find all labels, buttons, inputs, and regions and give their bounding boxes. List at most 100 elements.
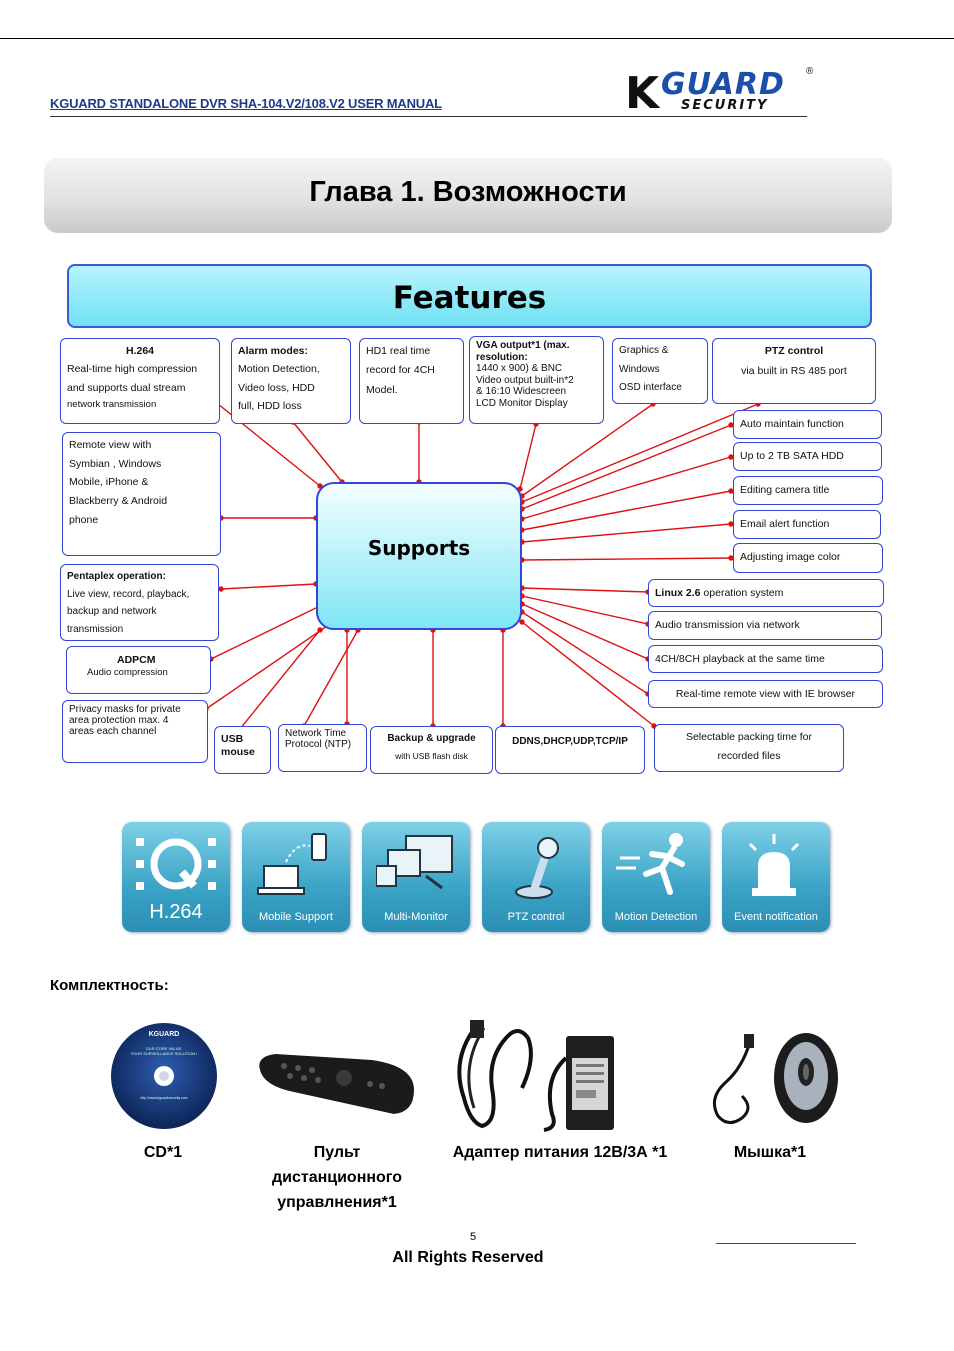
box-alarm-line: Motion Detection, [238, 363, 320, 376]
page-number: 5 [469, 1231, 477, 1243]
box-ddns: DDNS,DHCP,UDP,TCP/IP [495, 726, 645, 774]
chapter-title: Глава 1. Возможности [309, 176, 627, 208]
monitor-icon [376, 835, 453, 890]
box-vga-line: LCD Monitor Display [476, 397, 568, 409]
chapter-banner: Глава 1. Возможности [44, 158, 892, 233]
cd-slogan-1: OUR CORE VALUE, [145, 1046, 183, 1051]
kguard-logo: K GUARD SECURITY ® [625, 66, 815, 118]
box-linux: Linux 2.6 operation system [648, 579, 884, 607]
running-man-icon [616, 833, 685, 895]
cd-url: http://www.kguardsecurity.com [140, 1096, 188, 1100]
feature-icons: H.264 Mobile Support Multi-Monitor PTZ c… [122, 822, 832, 934]
box-hd1-line: HD1 real time [366, 345, 431, 357]
box-ptz: PTZ control via built in RS 485 port [712, 338, 876, 404]
joystick-icon [515, 837, 559, 899]
laptop-phone-icon [257, 833, 327, 895]
mouse-icon [712, 1033, 838, 1124]
box-graphics-line: Graphics & [619, 345, 669, 356]
cd-image: KGUARD OUR CORE VALUE, YOUR SURVEILLANCE… [110, 1022, 218, 1130]
box-alarm-title: Alarm modes: [238, 345, 309, 357]
box-graphics-line: OSD interface [619, 382, 682, 393]
box-h264-title: H.264 [125, 345, 155, 357]
box-vga-line: 1440 x 900) & BNC [476, 363, 563, 374]
box-hd1-line: Model. [366, 383, 398, 396]
box-ntp-line: Protocol (NTP) [285, 739, 352, 750]
box-backup: Backup & upgrade with USB flash disk [370, 726, 493, 774]
alarm-light-icon [748, 834, 800, 896]
remote-control-icon [259, 1054, 414, 1114]
box-pentaplex: Pentaplex operation: Live view, record, … [60, 564, 219, 641]
supports-label: Supports [367, 536, 471, 560]
logo-guard: GUARD [661, 67, 785, 102]
tile-mobile: Mobile Support [242, 822, 350, 932]
tile-h264: H.264 [122, 822, 230, 932]
tile-ptz-label: PTZ control [507, 911, 565, 923]
box-h264-line: Real-time high compression [67, 363, 198, 376]
box-h264-line: and supports dual stream [67, 381, 186, 394]
box-hd1-line: record for 4CH [366, 364, 435, 377]
box-image-color: Adjusting image color [733, 543, 883, 573]
box-vga-title: VGA output*1 (max. resolution: [476, 340, 570, 363]
mouse-image [706, 1020, 842, 1130]
box-remote-line: phone [69, 513, 99, 526]
box-adpcm-line: Audio compression [87, 666, 168, 678]
product-label-cd: CD*1 [143, 1144, 183, 1161]
box-camera-title: Editing camera title [733, 476, 883, 505]
features-banner: Features [67, 264, 872, 328]
box-backup-title: Backup & upgrade [387, 733, 476, 744]
box-packing: Selectable packing time for recorded fil… [654, 724, 844, 772]
power-adapter-icon [457, 1020, 614, 1132]
box-linux-rest: operation system [700, 587, 784, 599]
tile-multimonitor: Multi-Monitor [362, 822, 470, 932]
box-pentaplex-line: backup and network [67, 606, 157, 617]
box-remote-line: Remote view with [69, 439, 152, 451]
box-vga-line: Video output built-in*2 [476, 374, 574, 386]
box-linux-bold: Linux 2.6 [655, 587, 701, 599]
product-label-adapter: Адаптер питания 12В/3А *1 [452, 1144, 668, 1161]
box-hd1: HD1 real time record for 4CH Model. [359, 338, 464, 424]
product-label-remote: Пульт дистанционного управлнения*1 [271, 1144, 403, 1211]
box-playback: 4CH/8CH playback at the same time [648, 645, 883, 673]
rights-reserved: All Rights Reserved [392, 1249, 544, 1266]
tile-event: Event notification [722, 822, 830, 932]
product-label-mouse: Мышка*1 [733, 1144, 807, 1161]
manual-title: KGUARD STANDALONE DVR SHA-104.V2/108.V2 … [50, 96, 442, 111]
tile-multimonitor-label: Multi-Monitor [384, 911, 448, 923]
logo-registered: ® [806, 66, 814, 77]
box-ptz-title: PTZ control [764, 345, 824, 357]
box-usb-line: mouse [221, 745, 255, 758]
box-vga: VGA output*1 (max. resolution: 1440 x 90… [469, 336, 604, 424]
logo-k: K [625, 68, 660, 119]
top-rule [0, 38, 954, 39]
quicktime-icon [136, 838, 216, 890]
box-privacy-line: Privacy masks for private [69, 704, 181, 715]
box-privacy: Privacy masks for private area protectio… [62, 700, 208, 763]
box-graphics: Graphics & Windows OSD interface [612, 338, 708, 404]
tile-h264-label: H.264 [149, 901, 203, 923]
box-alarm-line: full, HDD loss [238, 400, 302, 413]
tile-ptz: PTZ control [482, 822, 590, 932]
power-adapter-image [448, 1018, 618, 1133]
box-audio: Audio transmission via network [648, 611, 882, 640]
box-pentaplex-line: Live view, record, playback, [67, 588, 190, 600]
box-h264: H.264 Real-time high compression and sup… [60, 338, 220, 424]
box-privacy-line: area protection max. 4 [69, 715, 169, 726]
box-usb-mouse: USB mouse [214, 726, 271, 774]
box-pentaplex-title: Pentaplex operation: [67, 571, 166, 582]
box-ntp-line: Network Time [285, 728, 347, 739]
box-alarm-line: Video loss, HDD [238, 381, 315, 394]
cd-slogan-2: YOUR SURVEILLANCE SOLUTION ! [130, 1051, 198, 1056]
box-ntp: Network Time Protocol (NTP) [278, 724, 367, 772]
box-usb-line: USB [221, 733, 244, 745]
box-h264-line: network transmission [67, 399, 157, 411]
features-title: Features [392, 280, 547, 316]
box-graphics-line: Windows [619, 363, 660, 375]
header-rule [50, 116, 807, 117]
package-title: Комплектность: [50, 977, 169, 994]
box-backup-line: with USB flash disk [395, 750, 468, 761]
box-adpcm: ADPCM Audio compression [66, 646, 211, 694]
box-remote-line: Blackberry & Android [69, 495, 168, 508]
box-auto-maintain: Auto maintain function [733, 410, 882, 439]
remote-control-image [254, 1050, 418, 1120]
cd-disc-icon [111, 1023, 217, 1129]
